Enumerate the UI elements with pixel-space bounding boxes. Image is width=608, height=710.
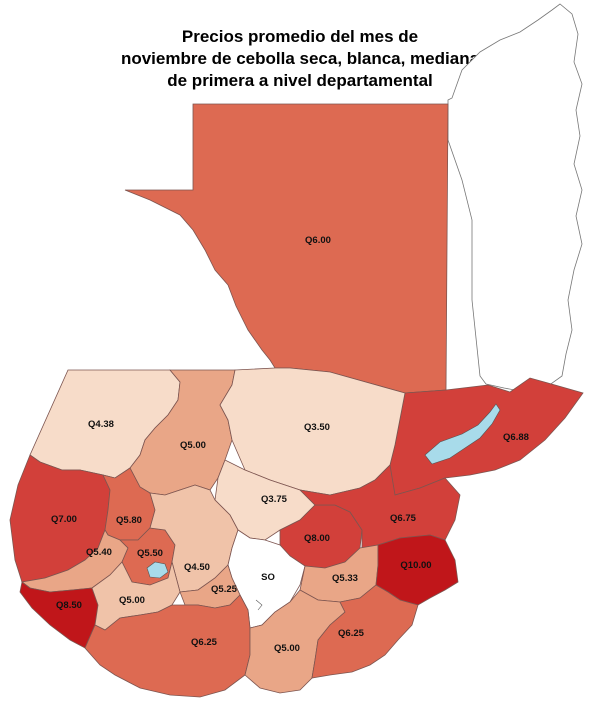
label-chimaltenango: Q4.50 xyxy=(184,562,210,573)
lake-atitlan xyxy=(146,561,169,579)
region-retalhuleu[interactable] xyxy=(19,581,99,649)
map-title: Precios promedio del mes de noviembre de… xyxy=(40,26,560,92)
label-quetzaltenango: Q5.40 xyxy=(86,547,112,558)
map-title-line-1: Precios promedio del mes de xyxy=(181,27,419,46)
label-quiche: Q5.00 xyxy=(180,440,206,451)
label-baja-verapaz: Q3.75 xyxy=(261,494,288,505)
label-guatemala: SO xyxy=(261,572,275,583)
label-peten: Q6.00 xyxy=(305,235,331,246)
label-jalapa: Q5.33 xyxy=(332,573,358,584)
label-izabal: Q6.88 xyxy=(503,432,529,443)
label-suchitepequez: Q5.00 xyxy=(119,595,145,606)
label-chiquimula: Q10.00 xyxy=(400,560,431,571)
label-sacatepequez: Q5.25 xyxy=(211,584,238,595)
label-alta-verapaz: Q3.50 xyxy=(304,422,330,433)
label-huehuetenango: Q4.38 xyxy=(88,419,114,430)
region-labels: Q6.00 Q6.88 Q4.38 Q5.00 Q3.50 Q3.75 Q7.0… xyxy=(51,235,529,654)
label-el-progreso: Q8.00 xyxy=(304,533,330,544)
label-retalhuleu: Q8.50 xyxy=(56,600,82,611)
label-santa-rosa: Q5.00 xyxy=(274,643,300,654)
region-escuintla[interactable] xyxy=(84,594,251,698)
label-jutiapa: Q6.25 xyxy=(338,628,365,639)
lake-amatitlan xyxy=(255,599,263,611)
label-escuintla: Q6.25 xyxy=(191,637,218,648)
belize-outline xyxy=(447,3,583,393)
region-peten[interactable] xyxy=(124,103,449,394)
map-title-line-3: de primera a nivel departamental xyxy=(167,71,433,90)
label-solola: Q5.50 xyxy=(137,548,163,559)
label-san-marcos: Q7.00 xyxy=(51,514,77,525)
label-zacapa: Q6.75 xyxy=(390,513,417,524)
region-jutiapa[interactable] xyxy=(311,584,419,679)
region-zacapa[interactable] xyxy=(298,464,461,549)
map-title-line-2: noviembre de cebolla seca, blanca, media… xyxy=(120,49,480,68)
lake-izabal xyxy=(424,403,501,465)
label-totonicapan: Q5.80 xyxy=(116,515,142,526)
